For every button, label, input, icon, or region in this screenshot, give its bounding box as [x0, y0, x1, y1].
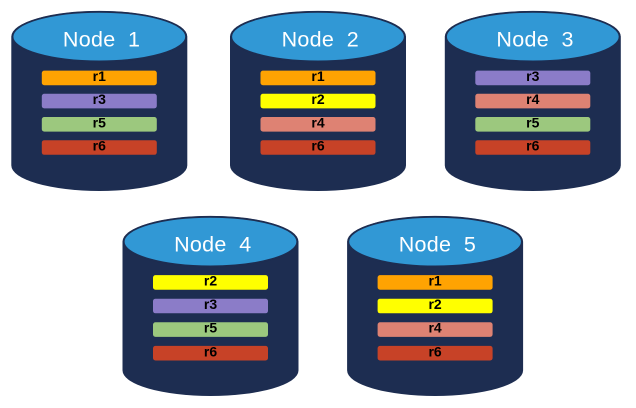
svg-text:r6: r6: [526, 138, 539, 154]
svg-text:r4: r4: [526, 91, 539, 107]
svg-text:r1: r1: [428, 273, 441, 289]
svg-text:r6: r6: [93, 138, 106, 154]
svg-text:r5: r5: [204, 320, 217, 336]
svg-text:r3: r3: [526, 68, 539, 84]
svg-text:Node 3: Node 3: [496, 27, 573, 51]
svg-text:r6: r6: [204, 343, 217, 359]
svg-text:r1: r1: [311, 68, 324, 84]
svg-text:r1: r1: [93, 68, 106, 84]
svg-text:r2: r2: [204, 273, 217, 289]
svg-text:r6: r6: [428, 343, 441, 359]
svg-text:r3: r3: [204, 296, 217, 312]
svg-text:r2: r2: [311, 91, 324, 107]
svg-text:r6: r6: [311, 138, 324, 154]
svg-text:Node 5: Node 5: [399, 232, 476, 256]
svg-text:Node 2: Node 2: [282, 27, 359, 51]
svg-text:Node 1: Node 1: [63, 27, 140, 51]
svg-text:r2: r2: [428, 296, 441, 312]
svg-text:r4: r4: [311, 114, 324, 130]
svg-text:Node 4: Node 4: [174, 232, 251, 256]
svg-text:r5: r5: [93, 114, 106, 130]
svg-text:r5: r5: [526, 114, 539, 130]
svg-text:r4: r4: [428, 320, 441, 336]
svg-text:r3: r3: [93, 91, 106, 107]
